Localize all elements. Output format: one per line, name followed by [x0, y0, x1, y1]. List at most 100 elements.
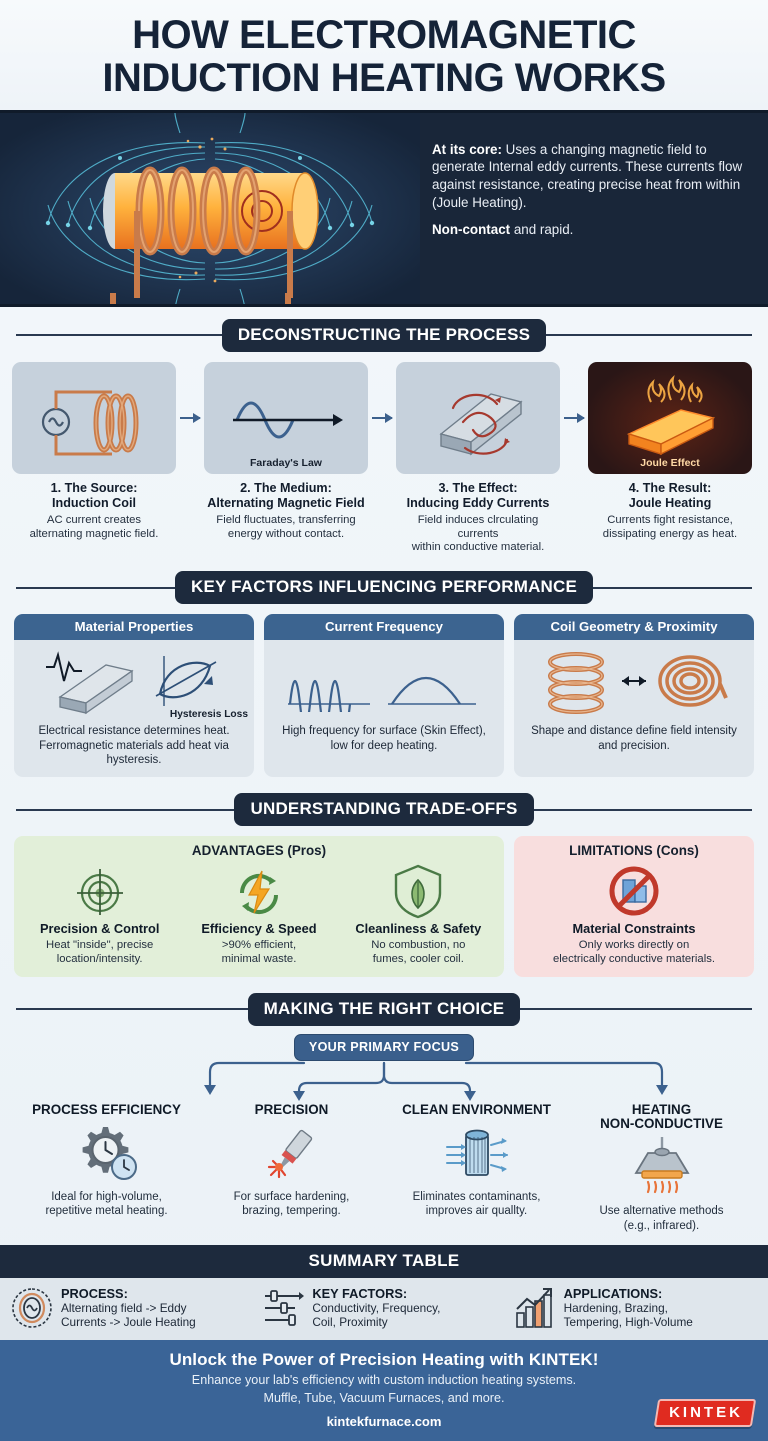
limitations-items: Material Constraints Only works directly… [520, 860, 748, 966]
branch-title: PROCESS EFFICIENCY [18, 1101, 195, 1117]
summary-value-line1: Hardening, Brazing, [563, 1300, 668, 1315]
advantage-desc-line2: fumes, cooler coil. [372, 952, 464, 965]
bar-chart-growth-icon [515, 1287, 552, 1328]
summary-table-body: PROCESS: Alternating field -> Eddy Curre… [0, 1277, 768, 1340]
limitation-desc-line1: Only works directly on [578, 938, 690, 951]
branch-title: HEATING NON-CONDUCTIVE [573, 1102, 750, 1132]
step-illustration: Joule Effect [588, 361, 752, 474]
step-badge: Joule Effect [640, 456, 700, 469]
air-filter-icon [445, 1129, 508, 1176]
section-header-process: DECONSTRUCTING THE PROCESS [0, 307, 768, 352]
step-desc-line1: AC current creates [46, 513, 142, 526]
section-title-tradeoffs: UNDERSTANDING TRADE-OFFS [234, 793, 534, 827]
step-desc-line2: dissipating energy as heat. [602, 527, 738, 540]
no-entry-material-icon [609, 866, 659, 916]
step-title-line1: 2. The Medium: [240, 480, 332, 495]
branch-icon-wrap [388, 1120, 565, 1188]
factor-description: Electrical resistance determines heat. F… [38, 725, 230, 766]
rule-left [16, 808, 235, 811]
branch-icon-wrap [203, 1120, 380, 1188]
ac-source-coil-icon [41, 390, 139, 456]
step-desc-line2: within conductive material. [411, 541, 545, 554]
choice-branch: PROCESS EFFICIENCY Ideal for [14, 1101, 199, 1233]
step-desc-line1: Field fluctuates, transferring [216, 513, 356, 526]
step-desc-line1: Field induces clrculating currents [417, 513, 539, 540]
cta-sub-line2: Muffle, Tube, Vacuum Furnaces, and more. [263, 1391, 505, 1406]
step-title: 1. The Source: Induction Coil [12, 481, 176, 511]
lightning-recycle-icon [239, 870, 278, 915]
advantages-panel: ADVANTAGES (Pros) Precision & Control He… [14, 836, 504, 977]
step-desc-line1: Currents fight resistance, [607, 513, 733, 526]
limitation-icon-wrap [523, 860, 745, 922]
step-illustration [396, 361, 560, 474]
branch-desc-line1: Ideal for high-volume, [51, 1191, 162, 1204]
induction-coil-illustration [0, 112, 420, 304]
hero-tagline: Non-contact and rapid. [432, 221, 748, 239]
summary-item: PROCESS: Alternating field -> Eddy Curre… [10, 1286, 255, 1330]
branch-title-line2: NON-CONDUCTIVE [600, 1116, 723, 1132]
summary-value-line2: Currents -> Joule Heating [61, 1314, 196, 1329]
advantage-desc: Heat "inside", precise location/intensit… [23, 939, 176, 967]
process-steps: 1. The Source: Induction Coil AC current… [0, 352, 768, 560]
factor-title: Coil Geometry & Proximity [514, 614, 754, 641]
branch-title-line1: PROCESS EFFICIENCY [32, 1101, 181, 1117]
branch-desc-line1: For surface hardening, [233, 1191, 350, 1204]
branch-icon-wrap [18, 1120, 195, 1188]
advantage-desc-line1: >90% efficient, [221, 938, 297, 951]
primary-focus-node: YOUR PRIMARY FOCUS [293, 1033, 475, 1061]
branch-desc-line2: brazing, tempering. [242, 1205, 341, 1218]
branch-desc: Ideal for high-volume, repetitive metal … [18, 1190, 195, 1218]
distance-arrows-icon [622, 676, 646, 687]
cta-footer: Unlock the Power of Precision Heating wi… [0, 1339, 768, 1441]
factor-title: Current Frequency [264, 614, 504, 641]
sliders-icon [265, 1289, 305, 1326]
advantage-item: Precision & Control Heat "inside", preci… [20, 860, 179, 966]
choice-tree: YOUR PRIMARY FOCUS [0, 1026, 768, 1237]
factor-description: High frequency for surface (Skin Effect)… [282, 725, 486, 752]
branch-desc: For surface hardening, brazing, temperin… [203, 1190, 380, 1218]
factor-card: Coil Geometry & Proximity [514, 614, 754, 778]
summary-item: KEY FACTORS: Conductivity, Frequency, Co… [261, 1286, 506, 1330]
summary-value-line2: Tempering, High-Volume [563, 1314, 693, 1329]
limitations-title: LIMITATIONS (Cons) [569, 843, 699, 859]
hero-tag-rest: and rapid. [510, 221, 574, 237]
branch-desc-line2: improves air quallty. [425, 1205, 528, 1218]
summary-value-line2: Coil, Proximity [312, 1314, 388, 1329]
step-arrow [368, 362, 396, 474]
section-header-factors: KEY FACTORS INFLUENCING PERFORMANCE [0, 559, 768, 605]
section-header-choice: MAKING THE RIGHT CHOICE [0, 981, 768, 1026]
advantage-title: Efficiency & Speed [201, 921, 317, 937]
tree-lines-icon [204, 1061, 668, 1101]
step-title-line2: Alternating Magnetic Field [207, 495, 365, 510]
hero-description: At its core: Uses a changing magnetic fi… [420, 113, 768, 304]
step-desc-line2: energy without contact. [227, 527, 345, 540]
step-title-line1: 4. The Result: [628, 480, 712, 495]
summary-icon-wrap [513, 1286, 557, 1330]
summary-text: APPLICATIONS: Hardening, Brazing, Temper… [564, 1286, 693, 1329]
arrow-right-icon [372, 412, 393, 423]
step-desc-line2: alternating magnetic field. [29, 527, 159, 540]
factor-illustration [514, 640, 754, 722]
rule-right [520, 1008, 752, 1011]
branch-icon-wrap [573, 1134, 750, 1202]
limitation-desc: Only works directly on electrically cond… [523, 939, 745, 967]
summary-label: APPLICATIONS: [563, 1285, 663, 1301]
summary-value-line1: Conductivity, Frequency, [312, 1300, 441, 1315]
cta-sub-line1: Enhance your lab's efficiency with custo… [191, 1372, 577, 1387]
advantage-desc: No combustion, no fumes, cooler coil. [342, 939, 495, 967]
limitation-desc-line2: electrically conductive materials. [553, 952, 715, 965]
advantage-title: Precision & Control [39, 921, 160, 937]
cta-url[interactable]: kintekfurnace.com [326, 1413, 442, 1429]
choice-branch: HEATING NON-CONDUCTIVE [569, 1102, 754, 1233]
tradeoff-panels: ADVANTAGES (Pros) Precision & Control He… [0, 826, 768, 980]
advantage-item: Cleanliness & Safety No combustion, no f… [339, 860, 498, 966]
hysteresis-loss-label: Hysteresis Loss [169, 709, 248, 721]
advantage-icon-wrap [23, 860, 176, 922]
section-title-choice: MAKING THE RIGHT CHOICE [247, 992, 521, 1026]
rule-right [593, 586, 753, 589]
limitation-title: Material Constraints [572, 921, 696, 937]
step-desc: Field fluctuates, transferring energy wi… [204, 514, 368, 542]
branch-desc: Eliminates contaminants, improves air qu… [388, 1190, 565, 1218]
helical-coil-icon [548, 652, 604, 715]
